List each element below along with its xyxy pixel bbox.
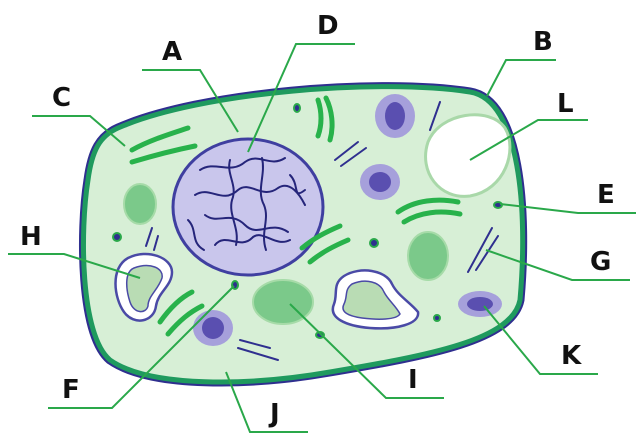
vesicle-left xyxy=(124,184,156,224)
label-a: A xyxy=(162,37,182,67)
label-i: I xyxy=(408,365,418,395)
label-f: F xyxy=(62,375,80,405)
label-l: L xyxy=(557,89,574,119)
label-k: K xyxy=(561,341,582,371)
label-e: E xyxy=(597,180,615,210)
label-h: H xyxy=(20,222,42,252)
label-b: B xyxy=(533,27,553,57)
leader-b xyxy=(487,60,556,96)
label-g: G xyxy=(590,247,611,277)
label-j: J xyxy=(268,399,280,429)
vesicle-right xyxy=(408,232,448,280)
label-c: C xyxy=(52,83,71,113)
label-d: D xyxy=(317,11,339,41)
